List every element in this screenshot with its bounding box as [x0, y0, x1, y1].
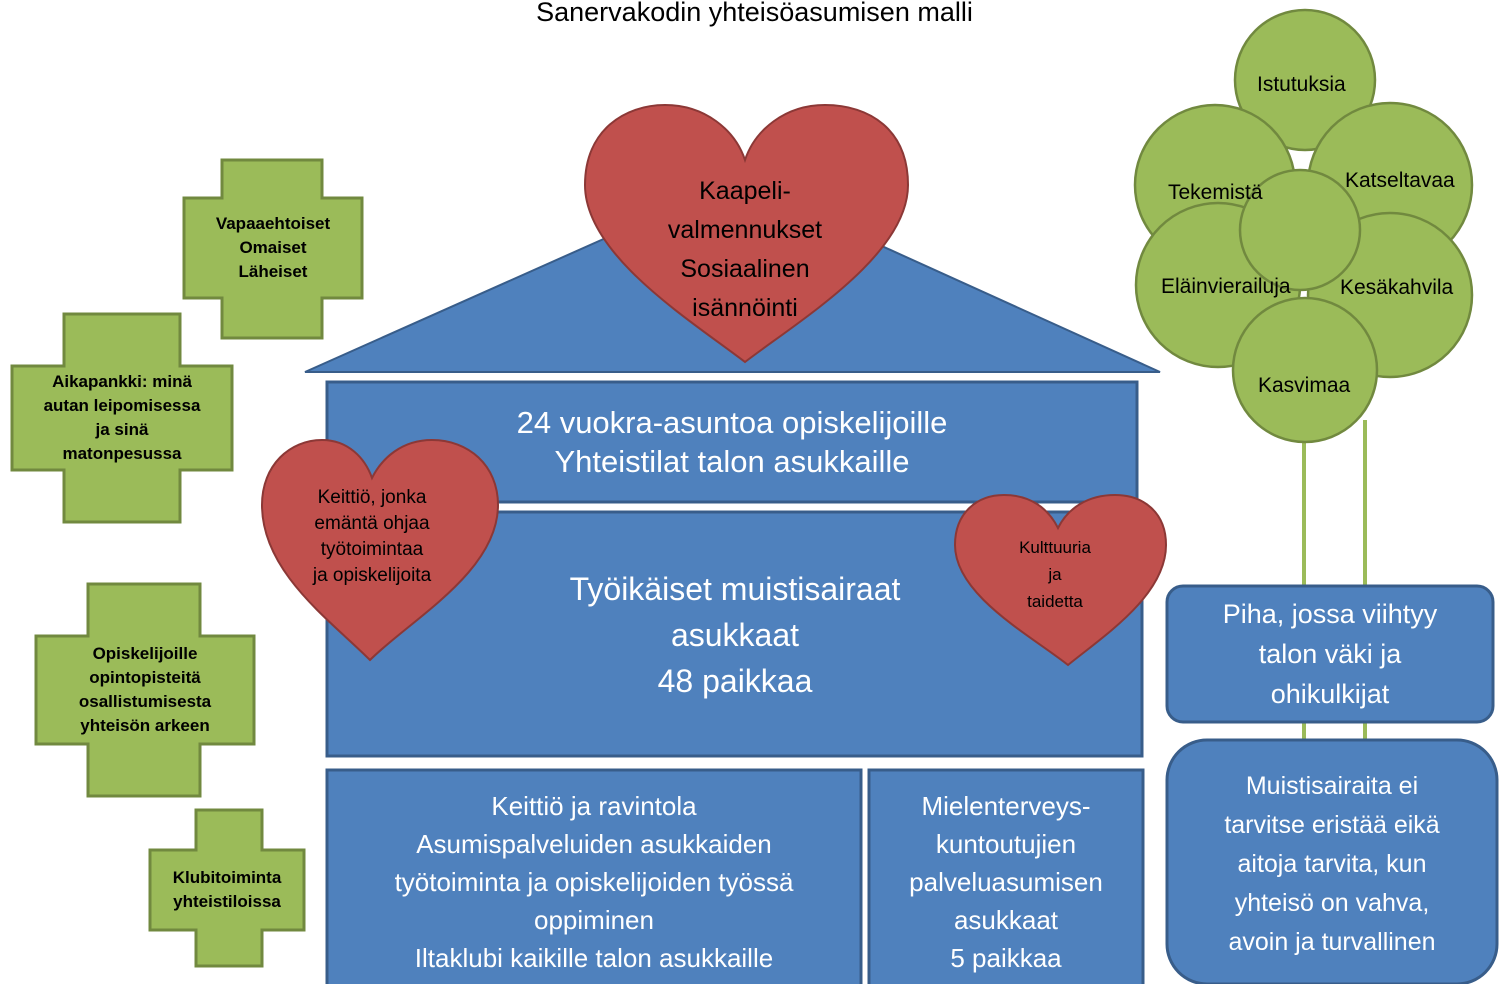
- tree-trunks: [1302, 420, 1367, 740]
- roof-heart-text: Kaapeli- valmennukset Sosiaalinen isännö…: [667, 176, 823, 322]
- tree-label-tekemista: Tekemistä: [1168, 181, 1263, 204]
- upper-floor-text: 24 vuokra-asuntoa opiskelijoille Yhteist…: [516, 405, 948, 479]
- cross-1-shape: [182, 158, 364, 340]
- cross-2-text: Aikapankki: minä autan leipomisessa ja s…: [43, 372, 201, 463]
- middle-floor-text: Työikäiset muistisairaat asukkaat 48 pai…: [569, 571, 901, 699]
- tree-label-katseltavaa: Katseltavaa: [1345, 169, 1455, 192]
- tree-canopy: [1133, 8, 1474, 444]
- left-heart-text: Keittiö, jonka emäntä ohjaa työtoimintaa…: [312, 487, 432, 586]
- left-heart-shape: [260, 438, 500, 662]
- house-ground-left: [325, 768, 863, 984]
- roof-heart-shape: [583, 103, 910, 364]
- right-heart-shape: [953, 493, 1168, 667]
- tree-label-kesakahvila: Kesäkahvila: [1340, 276, 1454, 299]
- ground-left-text: Keittiö ja ravintola Asumispalveluiden a…: [394, 791, 794, 973]
- tree-label-kasvimaa: Kasvimaa: [1258, 374, 1351, 397]
- ground-right-text: Mielenterveys- kuntoutujien palveluasumi…: [909, 791, 1103, 973]
- cross-1-text: Vapaaehtoiset Omaiset Läheiset: [215, 214, 331, 281]
- cross-3-text: Opiskelijoille opintopisteitä osallistum…: [78, 644, 212, 735]
- cross-4-text: Klubitoiminta yhteistiloissa: [172, 868, 282, 911]
- dementia-box-text: Muistisairaita ei tarvitse eristää eikä …: [1224, 771, 1440, 956]
- cross-4-shape: [148, 808, 306, 968]
- tree-label-istutuksia: Istutuksia: [1257, 73, 1346, 96]
- yard-box-text: Piha, jossa viihtyy talon väki ja ohikul…: [1222, 599, 1438, 709]
- right-heart-text: Kulttuuria ja taidetta: [1019, 537, 1091, 611]
- dementia-box: [1165, 738, 1499, 984]
- house-ground-right: [867, 768, 1145, 984]
- cross-3-shape: [34, 582, 256, 798]
- yard-box: [1165, 584, 1495, 724]
- page-title: Sanervakodin yhteisöasumisen malli: [536, 0, 973, 27]
- cross-2-shape: [10, 312, 234, 524]
- tree-label-elainvierailuja: Eläinvierailuja: [1161, 275, 1291, 298]
